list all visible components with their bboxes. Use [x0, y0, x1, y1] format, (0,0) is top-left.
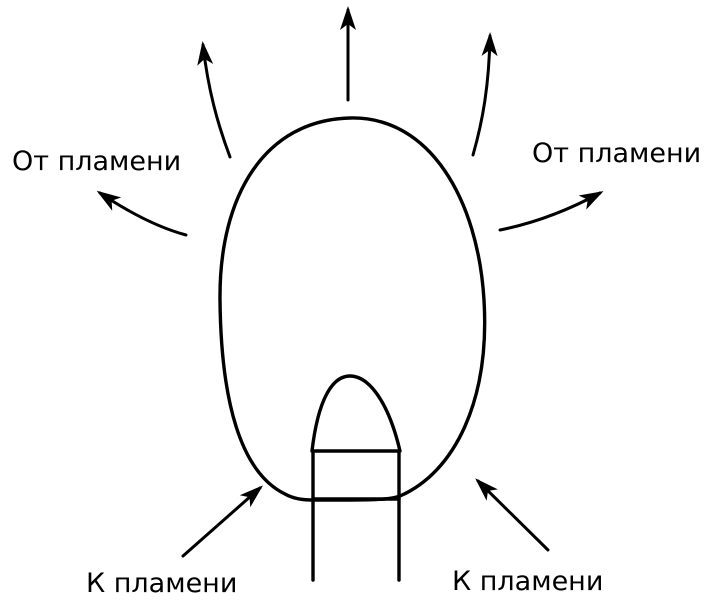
- label-to-flame-left: К пламени: [86, 568, 237, 599]
- arrow-left-outward: [96, 190, 188, 237]
- label-from-flame-left: От пламени: [12, 146, 181, 177]
- arrow-in-right: [475, 478, 550, 552]
- arrow-in-left: [181, 485, 263, 558]
- arrow-up-left: [197, 41, 232, 159]
- flame-outline: [218, 116, 487, 502]
- arrow-right-outward: [498, 191, 604, 232]
- label-to-flame-right: К пламени: [452, 566, 603, 597]
- label-from-flame-right: От пламени: [532, 138, 701, 169]
- inner-flame-cone: [310, 374, 402, 453]
- arrow-up-right: [471, 32, 498, 157]
